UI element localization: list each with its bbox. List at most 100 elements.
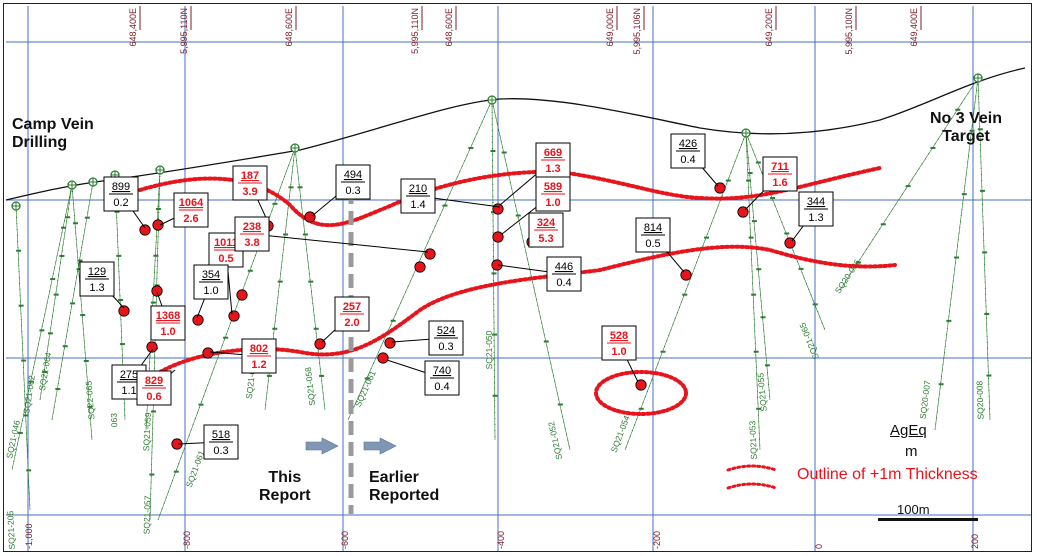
sample-mark: [42, 371, 48, 374]
sample-mark: [704, 236, 710, 239]
sample-mark: [905, 185, 911, 188]
assay-width: 2.6: [183, 213, 198, 225]
sample-mark: [149, 473, 155, 476]
legend-outline-sample: [726, 464, 778, 472]
intercept-dot: [414, 261, 426, 273]
assay-width: 1.1: [121, 385, 136, 397]
this-report-label: This Report: [259, 469, 311, 505]
top-coordinate-label: 5,995,110N: [410, 8, 420, 54]
elevation-label: -600: [340, 531, 350, 549]
sample-mark: [760, 316, 766, 319]
top-coordinate-label: 648,600E: [284, 8, 294, 47]
intercept-dot: [228, 310, 240, 322]
sample-mark: [55, 388, 61, 391]
right-arrow: [363, 437, 397, 455]
top-coordinate-label: 5,995,100N: [844, 8, 854, 55]
sample-mark: [938, 383, 944, 386]
assay-agEq: 524: [437, 325, 455, 337]
sample-mark: [442, 204, 448, 207]
assay-agEq: 1011: [214, 237, 238, 249]
assay-agEq: 711: [771, 161, 789, 173]
assay-agEq: 324: [537, 217, 556, 229]
drill-hole-line: [491, 99, 496, 441]
sample-mark: [21, 359, 27, 362]
intercept-dot: [491, 259, 503, 271]
sample-mark: [764, 364, 770, 367]
assay-width: 1.3: [808, 212, 823, 224]
left-arrow: [305, 437, 339, 455]
assay-width: 0.4: [434, 381, 449, 393]
top-coordinate-label: 648,400E: [128, 8, 138, 47]
drill-hole-line: [745, 132, 761, 451]
intercept-dot: [635, 379, 647, 391]
assay-agEq: 829: [145, 375, 163, 387]
sample-mark: [272, 202, 278, 205]
drill-hole-label: SQ21-052: [546, 420, 564, 460]
sample-mark: [155, 208, 161, 210]
legend-agEq: AgEq: [890, 422, 927, 439]
top-coordinate-label: 5,995,106N: [632, 8, 642, 55]
thickness-outline-lower: [158, 244, 897, 374]
sample-mark: [725, 179, 731, 182]
sample-mark: [288, 186, 294, 189]
drill-hole-label: SQ21-061: [353, 369, 378, 409]
sample-mark: [73, 222, 78, 225]
assay-agEq: 740: [433, 365, 451, 377]
sample-mark: [297, 186, 303, 189]
sample-mark: [501, 151, 507, 154]
assay-agEq: 426: [679, 138, 697, 150]
sample-mark: [748, 236, 754, 239]
sample-mark: [756, 407, 762, 410]
sample-mark: [977, 128, 983, 131]
elevation-label: 200: [970, 534, 980, 549]
sample-mark: [223, 336, 229, 339]
drill-hole-label: SQ21-055: [755, 372, 768, 412]
sample-mark: [247, 269, 253, 272]
sample-mark: [986, 374, 992, 377]
sample-mark: [364, 377, 370, 380]
sample-mark: [17, 431, 23, 434]
sample-mark: [77, 259, 83, 262]
intercept-dot: [236, 289, 248, 301]
sample-mark: [753, 350, 759, 353]
sample-mark: [313, 327, 319, 330]
assay-width: 5.3: [538, 233, 553, 245]
top-coordinate-label: 5,995,110N: [179, 8, 189, 54]
assay-agEq: 814: [644, 222, 662, 234]
assay-width: 1.6: [772, 177, 787, 189]
assay-agEq: 210: [409, 183, 427, 195]
assay-agEq: 1064: [179, 197, 204, 209]
intercept-dot: [424, 248, 436, 260]
drill-hole-line: [977, 77, 991, 421]
assay-agEq: 1368: [156, 310, 180, 322]
sample-mark: [18, 304, 24, 307]
sample-mark: [119, 343, 125, 346]
scale-label: 100m: [897, 502, 930, 517]
drill-hole-line: [839, 77, 979, 291]
elevation-label: -800: [182, 531, 192, 549]
sample-mark: [515, 214, 521, 217]
drill-hole-label: SQ21-053: [747, 420, 759, 459]
intercept-dot: [202, 347, 214, 359]
sample-mark: [492, 333, 498, 336]
sample-mark: [59, 254, 65, 257]
sample-mark: [961, 193, 967, 196]
sample-mark: [855, 261, 861, 264]
top-coordinate-label: 649,400E: [909, 8, 919, 47]
sample-mark: [153, 254, 159, 257]
drill-hole-line: [934, 77, 979, 431]
drill-hole-line: [71, 184, 93, 441]
sample-mark: [80, 314, 86, 317]
intercept-dot: [680, 269, 692, 281]
drill-hole-label: SQ22-065: [83, 380, 96, 420]
assay-agEq: 446: [555, 261, 573, 273]
assay-width: 0.5: [645, 238, 660, 250]
sample-mark: [118, 298, 124, 301]
sample-mark: [308, 280, 314, 283]
assay-width: 0.3: [345, 185, 360, 197]
earlier-reported-label: Earlier Reported: [369, 469, 440, 505]
sample-mark: [266, 374, 272, 377]
assay-width: 1.2: [251, 359, 266, 371]
